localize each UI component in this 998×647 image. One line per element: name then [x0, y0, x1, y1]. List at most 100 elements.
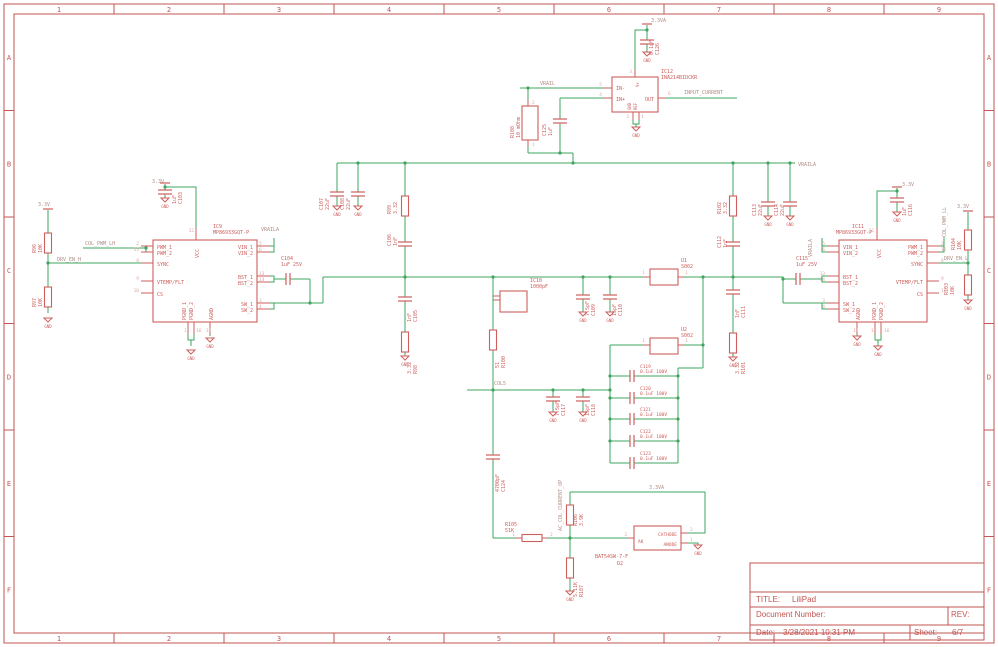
- junction-dot: [701, 275, 705, 279]
- component-label: SW_1: [843, 302, 855, 308]
- component-label: 0.1uF 100V: [640, 456, 667, 462]
- component-label: U2: [681, 327, 687, 333]
- component-label: 10K: [38, 298, 44, 307]
- pin-number: 3: [259, 298, 262, 304]
- rev-label: REV:: [951, 610, 970, 619]
- gnd-label: GND: [729, 363, 737, 368]
- net-label: INPUT_CURRENT: [684, 90, 723, 96]
- frame-column-label: 8: [827, 6, 831, 14]
- junction-dot: [403, 161, 407, 165]
- component-label: PGND_2: [189, 302, 195, 320]
- net-label: COL5: [494, 381, 506, 387]
- component-label: 1uF: [172, 195, 178, 204]
- component-label: BST_2: [843, 281, 858, 287]
- junction-dot: [46, 261, 50, 265]
- pin-number: 6: [259, 247, 262, 253]
- component-label: IC10: [530, 278, 542, 284]
- component-label: C125: [542, 124, 548, 136]
- component-label: IC9: [213, 224, 222, 230]
- component-label: SW_2: [241, 308, 253, 314]
- component-label: PWM_2: [908, 251, 923, 257]
- junction-dot: [558, 151, 562, 155]
- component-label: R107: [579, 585, 585, 597]
- component-label: VIN_2: [238, 251, 253, 257]
- component-label: AGND: [209, 308, 215, 320]
- component-label: C109: [591, 304, 597, 316]
- pin-number: 9: [136, 276, 139, 282]
- component-label: SW_2: [843, 308, 855, 314]
- component-label: 10K: [38, 244, 44, 253]
- frame-row-label: B: [987, 161, 991, 169]
- junction-dot: [356, 161, 360, 165]
- frame-column-label: 1: [57, 6, 61, 14]
- component-label: 1nF: [735, 309, 741, 318]
- gnd-label: GND: [786, 222, 794, 227]
- gnd-label: GND: [354, 212, 362, 217]
- pin-number: 2: [941, 241, 944, 247]
- component-label: R104: [951, 238, 957, 250]
- pin-number: 14: [259, 277, 265, 283]
- component-label: V+: [635, 82, 640, 87]
- component-label: C111: [741, 306, 747, 318]
- junction-dot: [608, 439, 612, 443]
- component-label: 1uF 25V: [281, 262, 302, 268]
- frame-column-label: 3: [277, 635, 281, 643]
- component-label: IN-: [616, 86, 625, 92]
- junction-dot: [676, 439, 680, 443]
- pin-number: 2: [136, 241, 139, 247]
- net-label: DRV_EN_H: [57, 257, 81, 263]
- sheet-label: Sheet:: [914, 628, 938, 637]
- junction-dot: [676, 417, 680, 421]
- frame-column-label: 4: [387, 6, 391, 14]
- frame-column-label: 7: [717, 635, 721, 643]
- pin-number: 5: [259, 241, 262, 247]
- gnd-symbol: [547, 411, 559, 417]
- component-label: R100: [501, 356, 507, 368]
- gnd-symbol: [851, 335, 863, 341]
- component-label: OUT: [645, 97, 654, 103]
- net-label: VRAILA: [808, 239, 814, 257]
- component-label: 22uF: [325, 198, 331, 210]
- component-label: 0.1uF 100V: [640, 412, 667, 418]
- resistor: [400, 195, 410, 217]
- sheet-value: 6/7: [952, 628, 964, 637]
- junction-dot: [403, 275, 407, 279]
- component-label: 51K: [505, 528, 514, 534]
- junction-dot: [781, 277, 785, 281]
- pin-number: 4: [599, 92, 602, 98]
- net-label: VRAILA: [261, 227, 279, 233]
- component-label: R99: [387, 205, 393, 214]
- frame-inner-border: [13, 13, 985, 634]
- component-label: 4700pF: [495, 474, 501, 492]
- gnd-symbol: [577, 311, 589, 317]
- component-box: [649, 268, 679, 286]
- component-box: [521, 105, 539, 141]
- component-label: GND: [627, 102, 632, 110]
- frame-row-label: F: [7, 587, 11, 595]
- component-label: IN+: [616, 97, 625, 103]
- frame-row-label: A: [7, 54, 12, 62]
- pin-number: 1: [642, 270, 645, 276]
- resistor: [565, 504, 575, 526]
- junction-dot: [645, 28, 649, 32]
- component-label: BST_2: [238, 281, 253, 287]
- component-label: 1uF: [902, 207, 908, 216]
- component-label: PWM_1: [908, 245, 923, 251]
- component-label: R102: [717, 202, 723, 214]
- component-label: C116: [908, 204, 914, 216]
- gnd-label: GND: [893, 218, 901, 223]
- frame-column-label: 1: [57, 635, 61, 643]
- component-label: D2: [617, 561, 623, 567]
- net-label: VRAILA: [798, 162, 816, 168]
- junction-dot: [608, 374, 612, 378]
- component-label: S002: [681, 264, 693, 270]
- net-label: 3.3V: [902, 182, 914, 188]
- gnd-label: GND: [401, 362, 409, 367]
- component-label: C119: [640, 364, 651, 370]
- component-label: R97: [32, 298, 38, 307]
- component-label: SYNC: [157, 262, 169, 268]
- frame-column-label: 7: [717, 6, 721, 14]
- frame-column-label: 5: [497, 635, 501, 643]
- wire: [684, 276, 784, 303]
- component-label: PWM_1: [157, 245, 172, 251]
